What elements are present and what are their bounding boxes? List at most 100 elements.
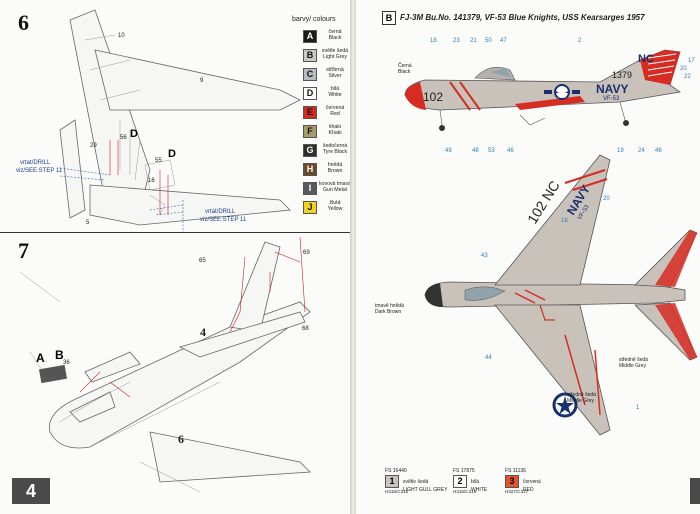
colour-swatch-j: J (303, 201, 317, 214)
decal-number: 17 (688, 58, 695, 64)
part-number-10: 10 (118, 33, 125, 39)
part-number-56: 56 (120, 135, 127, 141)
paint-product-code: H315/C315 (385, 489, 409, 494)
paint-name-cz: bílá (471, 479, 480, 485)
decal-number: 53 (488, 148, 495, 154)
drill-note-label: viz/SEE STEP 11 (200, 217, 247, 223)
colour-name-cz: šedočerná (322, 143, 348, 149)
decal-number: 50 (485, 38, 492, 44)
colour-name-cz: stříbrná (326, 67, 344, 73)
aircraft-title: FJ-3M Bu.No. 141379, VF-53 Blue Knights,… (400, 13, 645, 22)
dark-brown-colour-note: tmavě hnědá Dark Brown (375, 303, 404, 315)
paint-chip-swatch: 2 (453, 475, 467, 488)
colour-name-en: Silver (328, 73, 342, 79)
decal-number: 49 (445, 148, 452, 154)
colour-swatch-h: H (303, 163, 317, 176)
decal-number: 20 (603, 196, 610, 202)
side-profile-illustration (404, 49, 682, 131)
middle-grey-colour-note: středně šedá Middle Grey (567, 392, 596, 404)
part-number-9: 9 (200, 78, 204, 84)
paint-name-en: LIGHT GULL GREY (403, 487, 448, 493)
plan-view-illustration (424, 154, 698, 436)
paint-chip-swatch: 1 (385, 475, 399, 488)
colour-legend-title: barvy/ colours (292, 16, 336, 23)
drill-note-label: vrtat/DRILL (205, 209, 236, 215)
colour-name-en: Yellow (327, 206, 343, 212)
colour-name-en: Tyre Black (322, 149, 348, 155)
colour-name-en: Light Grey (323, 54, 347, 60)
page-number: 9 (690, 478, 700, 504)
part-number-6: 6 (178, 432, 184, 446)
decal-number: 20 (680, 66, 687, 72)
part-number-36: 36 (63, 360, 70, 366)
colour-swatch-g: G (303, 144, 317, 157)
colour-name-en: Khaki (328, 130, 342, 136)
decal-number: 19 (617, 148, 624, 154)
paint-fs-code: FS 17875 (453, 468, 475, 474)
part-number-16: 16 (148, 178, 155, 184)
book-gutter (350, 0, 356, 514)
callout-letter-a: A (36, 351, 45, 365)
step-7-number: 7 (18, 238, 29, 263)
colour-name-cz: černá (328, 29, 342, 35)
callout-letter-d: D (168, 148, 176, 160)
page-number: 4 (12, 478, 50, 504)
part-number-29: 29 (90, 143, 97, 149)
colour-name-cz: světle šedá (321, 48, 349, 54)
colour-swatch-i: I (303, 182, 317, 195)
part-number-68: 68 (302, 326, 309, 332)
black-colour-note: Černá Black (398, 63, 412, 75)
decal-number: 22 (684, 74, 691, 80)
callout-letter-d: D (130, 128, 138, 140)
paint-chip-swatch: 3 (505, 475, 519, 488)
decal-number: 48 (472, 148, 479, 154)
colour-swatch-a: A (303, 30, 317, 43)
part-number-69: 69 (303, 250, 310, 256)
decal-number: 47 (500, 38, 507, 44)
colour-name-cz: žlutá (329, 200, 341, 206)
colour-name-en: White (328, 92, 342, 98)
paint-product-code: H316/C316 (453, 489, 477, 494)
part-number-4: 4 (200, 325, 206, 339)
paint-name-cz: červená (523, 479, 541, 485)
step-6-number: 6 (18, 10, 29, 35)
decal-number: 24 (638, 148, 645, 154)
colour-swatch-e: E (303, 106, 317, 119)
colour-name-en: Black (328, 35, 342, 41)
colour-name-cz: červená (325, 105, 345, 111)
decal-number: 1 (636, 405, 640, 411)
middle-grey-colour-note: středně šedá Middle Grey (619, 357, 648, 369)
colour-name-cz: bílá (330, 86, 340, 92)
tail-code-marking: NC (638, 53, 654, 65)
step-6-wing-diagram (59, 9, 301, 232)
drill-note-label: viz/SEE STEP 11 (16, 168, 63, 174)
part-number-5: 5 (86, 220, 90, 226)
part-number-65: 65 (199, 258, 206, 264)
colour-name-en: Red (330, 111, 340, 117)
side-squadron-marking: VF-53 (603, 96, 620, 102)
colour-name-cz: kovová tmavá (319, 181, 350, 187)
side-nose-code: 102 (423, 90, 444, 104)
decal-number: 21 (470, 38, 477, 44)
decal-number: 18 (561, 218, 568, 224)
part-number-55: 55 (155, 158, 162, 164)
decal-number: 23 (453, 38, 460, 44)
drill-note-label: vrtat/DRILL (20, 160, 51, 166)
decal-number: 43 (481, 253, 488, 259)
paint-fs-code: FS 16440 (385, 468, 407, 474)
paint-name-en: WHITE (471, 487, 488, 493)
paint-product-code: H327/C327 (505, 489, 529, 494)
left-instruction-page: 6 7 10 9 56 29 55 16 5 D D vrtat/DRILL (0, 0, 350, 514)
colour-swatch-f: F (303, 125, 317, 138)
colour-swatch-c: C (303, 68, 317, 81)
decal-number: 18 (430, 38, 437, 44)
